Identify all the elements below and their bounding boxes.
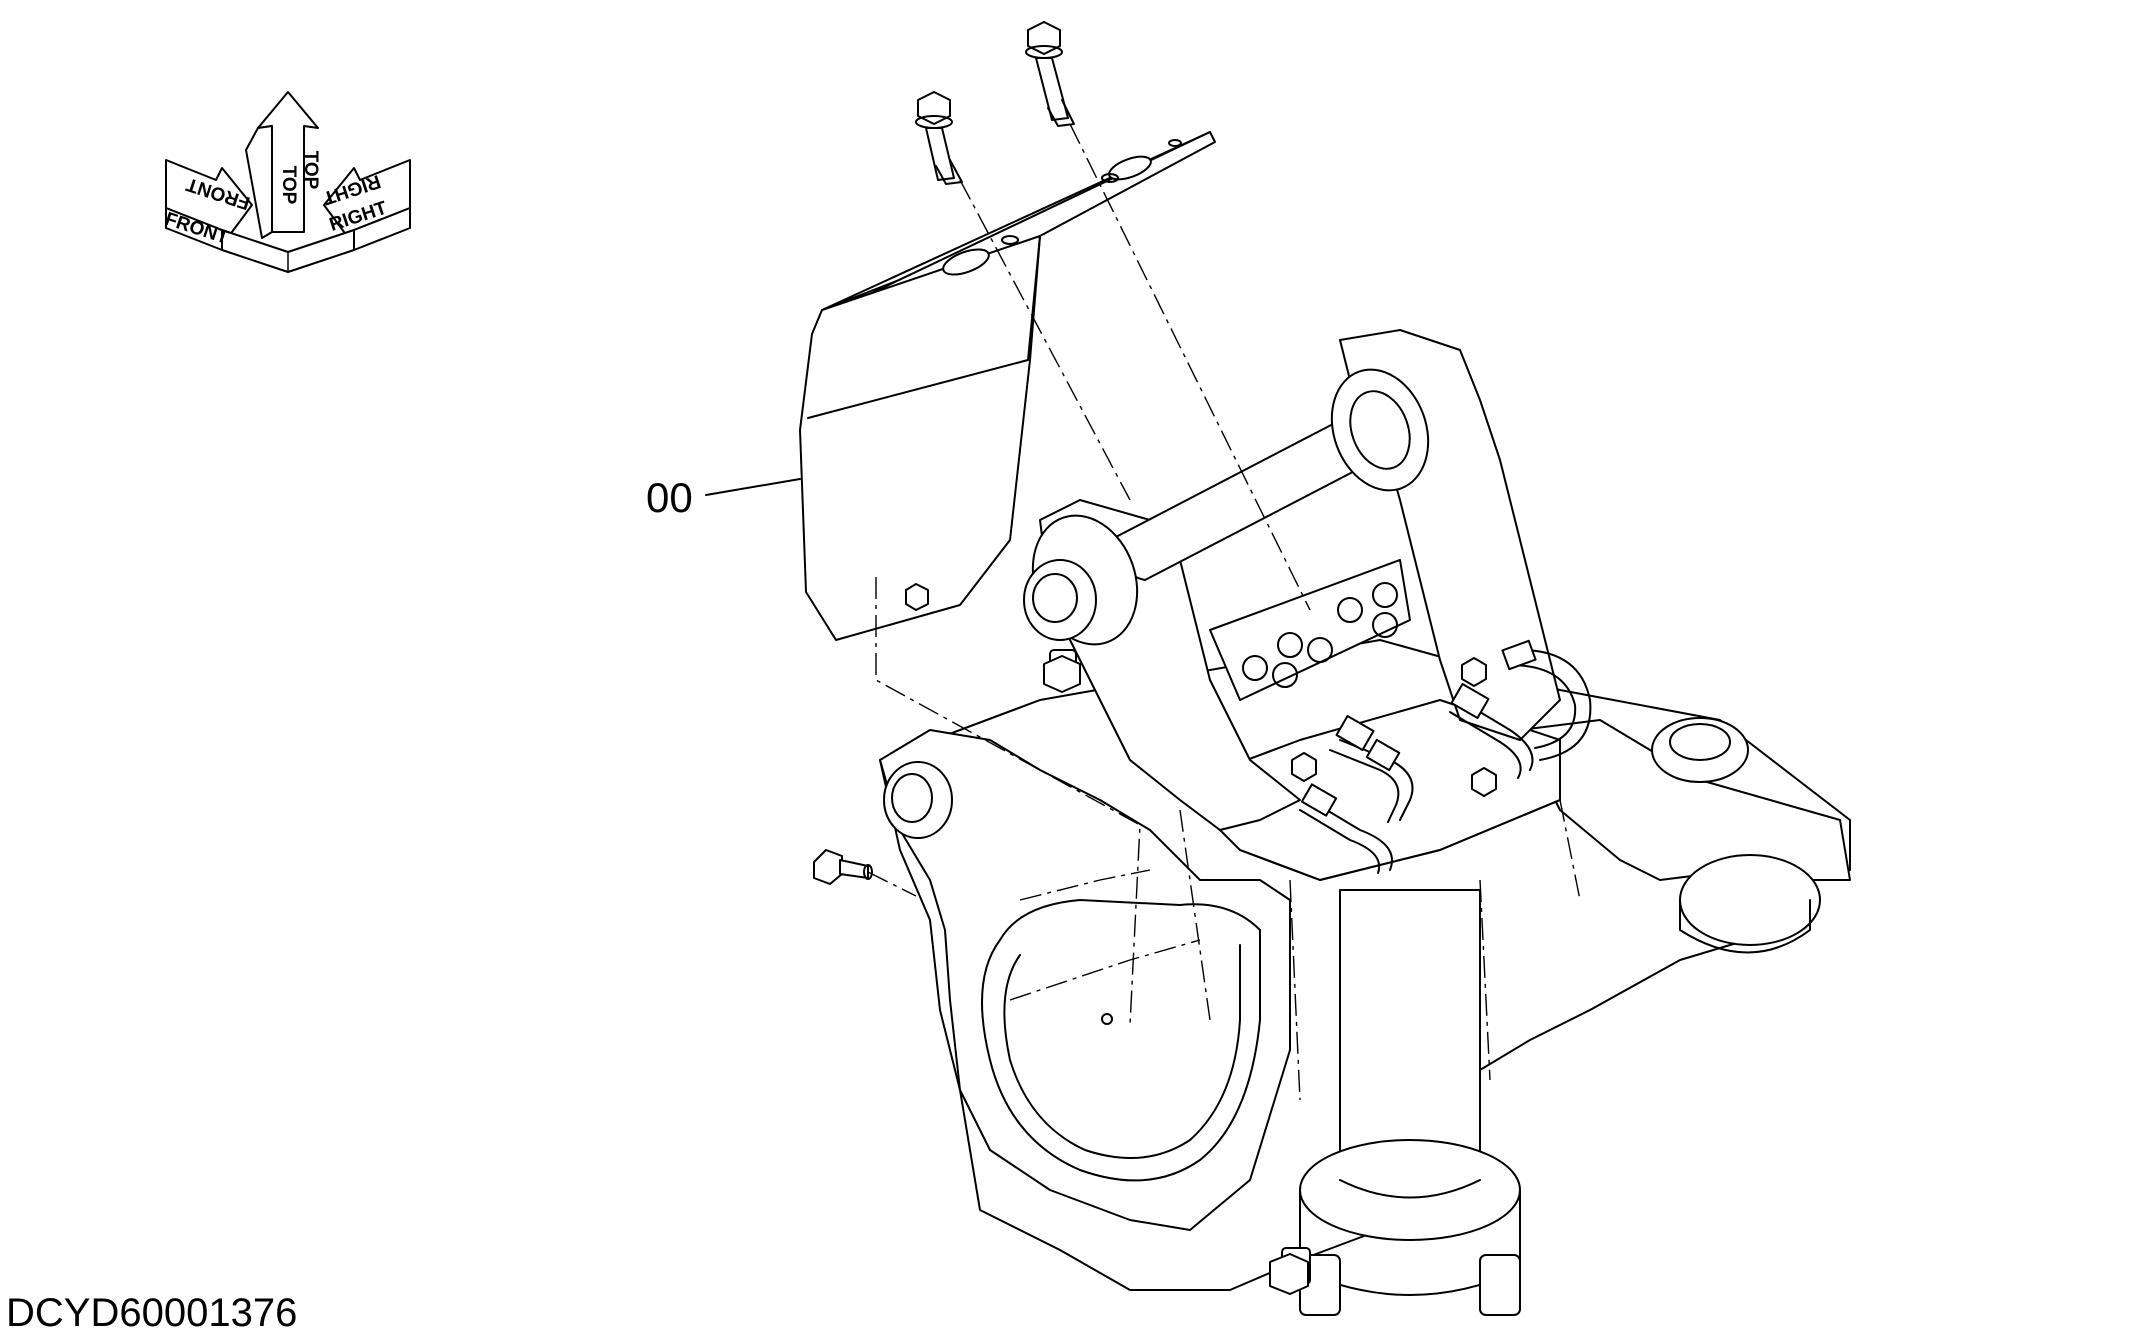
cover-plate (799, 131, 1216, 641)
post-clamp-right (1479, 1254, 1521, 1316)
bolt-side (813, 849, 873, 885)
callout-leader (705, 478, 801, 496)
pin-bushing (1023, 559, 1097, 641)
cover-slot-right (1108, 155, 1152, 181)
hydraulic-fittings (1291, 639, 1592, 874)
hole-plate (1209, 559, 1411, 701)
orientation-indicator: FRONT FRONT RIGHT RIGHT TOP TOP (162, 91, 411, 273)
lower-bolt (1269, 1247, 1311, 1295)
cover-nut (905, 583, 929, 611)
right-pin-cap (1651, 717, 1749, 783)
top-label: TOP (278, 166, 299, 205)
callout-00[interactable]: 00 (646, 474, 801, 521)
document-id: DCYD60001376 (6, 1291, 297, 1335)
left-pin-boss (883, 761, 953, 839)
right-pivot-boss (1679, 854, 1821, 946)
callout-label: 00 (646, 474, 693, 521)
swing-post-base (1299, 1139, 1521, 1241)
assembly-centerlines (867, 123, 1311, 1026)
pin-lock-bolt (1043, 649, 1081, 693)
bolt-upper-left (915, 91, 963, 185)
bolt-upper-right (1025, 21, 1075, 127)
loop-opening (981, 899, 1261, 1182)
swing-bracket-assembly (879, 329, 1851, 1316)
cover-panel (799, 235, 1041, 641)
top-label-secondary: TOP (300, 151, 321, 190)
left-loop-frame (879, 729, 1291, 1231)
cover-slot-left (942, 248, 990, 276)
